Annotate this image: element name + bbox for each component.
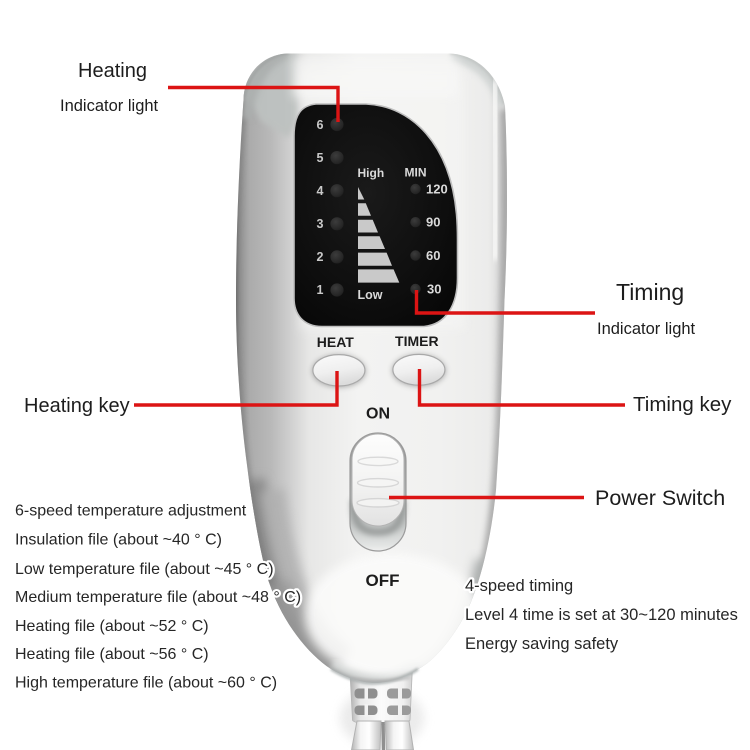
svg-text:Indicator light: Indicator light: [597, 320, 696, 338]
svg-text:Heating file (about ~56 ° C): Heating file (about ~56 ° C): [15, 646, 209, 663]
svg-text:Insulation file (about ~40 ° C: Insulation file (about ~40 ° C): [15, 532, 222, 549]
svg-text:2: 2: [317, 250, 324, 264]
svg-text:60: 60: [426, 248, 440, 263]
svg-text:Low: Low: [358, 288, 383, 302]
svg-text:Heating file (about ~52 ° C): Heating file (about ~52 ° C): [15, 618, 209, 635]
svg-text:Power Switch: Power Switch: [595, 486, 725, 510]
svg-text:TIMER: TIMER: [395, 333, 439, 349]
svg-text:Energy saving safety: Energy saving safety: [465, 635, 619, 653]
svg-text:HEAT: HEAT: [317, 334, 355, 350]
svg-text:Heating key: Heating key: [24, 395, 130, 417]
svg-text:6: 6: [317, 118, 324, 132]
svg-text:MIN: MIN: [405, 166, 427, 180]
svg-text:Timing: Timing: [616, 279, 684, 305]
svg-text:Timing key: Timing key: [633, 393, 732, 416]
svg-text:OFF: OFF: [366, 571, 400, 590]
svg-text:Level 4 time is set at 30~120: Level 4 time is set at 30~120 minutes: [465, 606, 738, 624]
svg-text:Indicator light: Indicator light: [60, 97, 159, 115]
svg-text:1: 1: [317, 283, 324, 297]
svg-text:30: 30: [427, 282, 441, 297]
svg-text:4-speed timing: 4-speed timing: [465, 577, 573, 595]
svg-text:High: High: [358, 166, 385, 180]
svg-text:5: 5: [317, 151, 324, 165]
svg-text:4: 4: [317, 184, 324, 198]
svg-text:High temperature file (about ~: High temperature file (about ~60 ° C): [15, 675, 277, 692]
svg-text:90: 90: [426, 215, 440, 230]
svg-text:120: 120: [426, 182, 448, 197]
svg-text:Medium temperature file (about: Medium temperature file (about ~48 ° C): [15, 589, 301, 606]
svg-text:Low temperature file (about ~4: Low temperature file (about ~45 ° C): [15, 561, 274, 578]
svg-text:6-speed temperature adjustment: 6-speed temperature adjustment: [15, 503, 247, 520]
svg-text:3: 3: [317, 217, 324, 231]
svg-text:Heating: Heating: [78, 60, 147, 82]
svg-text:ON: ON: [366, 406, 390, 423]
